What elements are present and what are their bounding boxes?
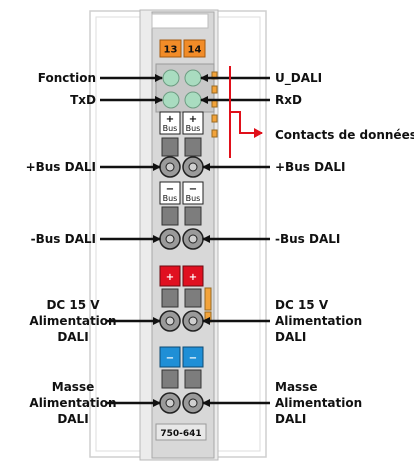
label-u-dali: U_DALI [275, 71, 322, 86]
svg-text:+: + [166, 272, 174, 283]
svg-text:Bus: Bus [163, 124, 178, 133]
minus-power-marker-left: − [159, 346, 181, 368]
svg-text:−: − [166, 353, 174, 364]
minus-power-marker-right: − [182, 346, 204, 368]
clamp-pair-dc-15v [159, 310, 204, 332]
model-number: 750-641 [160, 429, 201, 439]
svg-text:Bus: Bus [186, 194, 201, 203]
left-arrows [100, 74, 163, 407]
plus-bus-marker-left: + Bus [159, 111, 181, 135]
svg-text:14: 14 [188, 45, 202, 56]
label-minus-bus-right: -Bus DALI [275, 232, 340, 246]
terminal-tag-13: 13 [159, 39, 182, 58]
label-fonction: Fonction [38, 71, 96, 85]
svg-text:+: + [189, 114, 197, 125]
clamp-pair-plus-bus [159, 156, 204, 178]
svg-text:−: − [166, 184, 174, 195]
svg-text:+: + [189, 272, 197, 283]
svg-text:+: + [166, 114, 174, 125]
plus-bus-marker-right: + Bus [182, 111, 204, 135]
label-txd: TxD [70, 93, 96, 107]
minus-bus-marker-right: − Bus [182, 181, 204, 205]
svg-text:−: − [189, 184, 197, 195]
led-u-dali [184, 69, 202, 87]
data-contacts-callout [229, 66, 263, 158]
clamp-pair-masse [159, 392, 204, 414]
plus-power-marker-right: + [182, 265, 204, 287]
release-slots [161, 137, 202, 389]
label-minus-bus-left: -Bus DALI [31, 232, 96, 246]
plus-power-marker-left: + [159, 265, 181, 287]
svg-text:13: 13 [164, 45, 178, 56]
svg-text:Bus: Bus [186, 124, 201, 133]
svg-text:−: − [189, 353, 197, 364]
label-plus-bus-left: +Bus DALI [26, 160, 96, 174]
label-plus-bus-right: +Bus DALI [275, 160, 345, 174]
minus-bus-marker-left: − Bus [159, 181, 181, 205]
power-side-contact-upper [204, 287, 212, 311]
led-panel [155, 63, 215, 113]
svg-text:Bus: Bus [163, 194, 178, 203]
model-plate: 750-641 [155, 423, 207, 441]
terminal-tag-14: 14 [183, 39, 206, 58]
led-fonction [162, 69, 180, 87]
clamp-pair-minus-bus [159, 228, 204, 250]
led-txd [162, 91, 180, 109]
label-rxd: RxD [275, 93, 302, 107]
right-arrows [200, 74, 270, 407]
led-rxd [184, 91, 202, 109]
label-data-contacts: Contacts de données [275, 128, 414, 142]
